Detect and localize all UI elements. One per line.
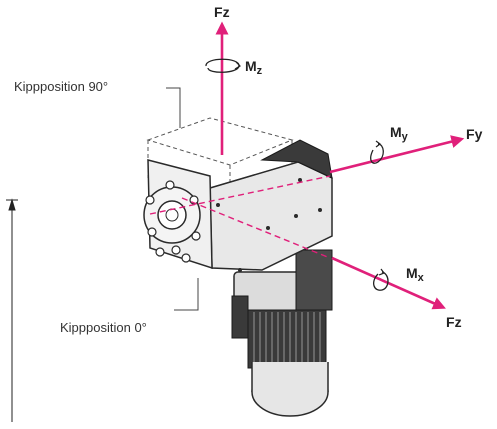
- label-fz-bottom: Fz: [446, 314, 462, 330]
- dimension-line: [6, 198, 18, 422]
- label-mz: Mz: [245, 58, 263, 77]
- fz-diagonal-axis: [331, 256, 446, 310]
- callout-tilt-0: Kippposition 0°: [60, 320, 147, 335]
- label-fy: Fy: [466, 126, 483, 142]
- label-fz-top: Fz: [214, 4, 230, 20]
- label-my: My: [390, 124, 408, 143]
- label-mx: Mx: [406, 265, 424, 284]
- my-moment-arrow-icon: [370, 143, 384, 164]
- mx-moment-arrow-icon: [372, 271, 389, 291]
- fy-axis: [329, 135, 465, 174]
- callout-tilt-90: Kippposition 90°: [14, 79, 109, 94]
- gear-housing: [143, 139, 333, 272]
- axis-dashed-lines: [149, 175, 331, 259]
- callout-leaders: [166, 87, 199, 311]
- motor-body: [231, 249, 333, 417]
- fz-vertical-axis: [205, 21, 241, 155]
